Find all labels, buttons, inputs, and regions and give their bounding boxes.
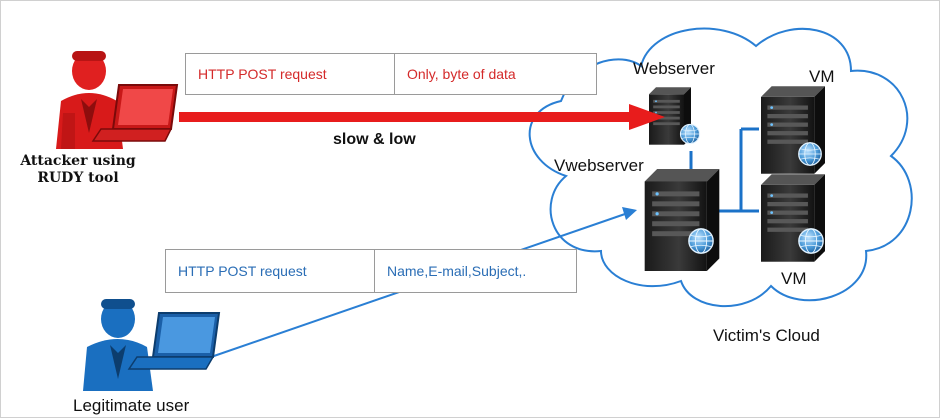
globe-icon bbox=[798, 142, 822, 166]
attacker-caption-line1: Attacker using bbox=[20, 153, 136, 169]
vm-bottom-label: VM bbox=[781, 269, 807, 288]
vwebserver-label: Vwebserver bbox=[554, 156, 644, 175]
vm-top-label: VM bbox=[809, 67, 835, 86]
victim-cloud-label: Victim's Cloud bbox=[713, 326, 820, 345]
vwebserver-icon bbox=[644, 169, 720, 271]
globe-icon bbox=[688, 228, 714, 254]
attacker-laptop-icon bbox=[91, 84, 179, 142]
attack-request-field2: Only, byte of data bbox=[394, 54, 596, 94]
legit-request-field1: HTTP POST request bbox=[178, 263, 307, 279]
globe-icon bbox=[679, 123, 701, 145]
legit-user-caption: Legitimate user bbox=[73, 396, 190, 415]
attack-request-field1: HTTP POST request bbox=[198, 66, 327, 82]
attack-arrow bbox=[179, 104, 665, 130]
globe-icon bbox=[798, 228, 824, 254]
attack-arrow-label: slow & low bbox=[333, 131, 416, 148]
legit-user-person-icon bbox=[83, 299, 153, 391]
legit-request-field2: Name,E-mail,Subject,. bbox=[374, 250, 576, 292]
attacker-caption: Attacker using RUDY tool bbox=[7, 153, 149, 187]
legit-request-box: HTTP POST request Name,E-mail,Subject,. bbox=[165, 249, 577, 293]
network-links bbox=[689, 127, 759, 213]
attack-request-box: HTTP POST request Only, byte of data bbox=[185, 53, 597, 95]
webserver-label: Webserver bbox=[633, 59, 715, 78]
legit-user-laptop-icon bbox=[127, 312, 221, 370]
attacker-caption-line2: RUDY tool bbox=[37, 170, 119, 186]
